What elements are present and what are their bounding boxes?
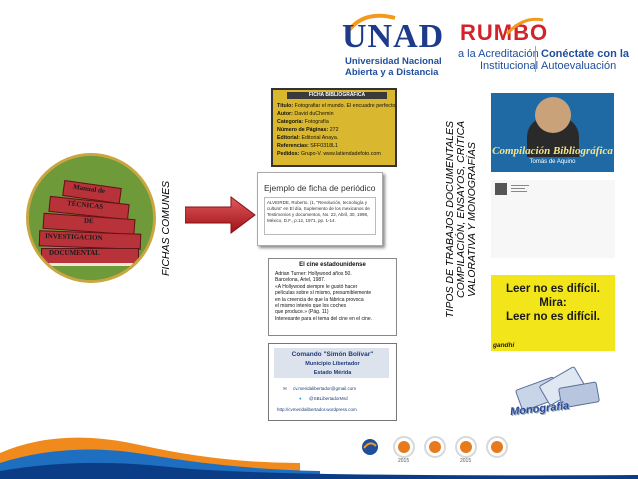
email-icon: ✉: [283, 386, 287, 391]
compilacion-bibliografica-image: Compilación Bibliográfica Tomás de Aquin…: [491, 93, 614, 172]
ficha-line: Autor: David duChemin: [277, 111, 334, 117]
ficha-periodico-card: Ejemplo de ficha de periódico ALVEIRDE, …: [257, 172, 383, 246]
footer-swoosh: [0, 437, 638, 479]
ficha-bibliografica-card: FICHA BIBLIOGRÁFICA Título: Fotografiar …: [271, 88, 397, 167]
acreditacion-line1: a la Acreditación: [458, 48, 539, 60]
ficha-cine-body: Adrian Turner: Hollywood años 50. Barcel…: [275, 271, 373, 322]
book-label-3: DE: [83, 216, 95, 226]
conectate-line2: Autoevaluación: [541, 60, 617, 72]
quality-seal-icon: [393, 436, 415, 458]
leer-no-es-dificil-image: Leer no es difícil. Mira: Leer no es dif…: [491, 275, 615, 351]
ficha-line: Categoría: Fotografía: [277, 119, 329, 125]
ficha-line: Referencias: SFF0318L1: [277, 143, 338, 149]
ficha-cine-card: El cine estadounidense Adrian Turner: Ho…: [268, 258, 397, 336]
author-photo: [495, 183, 507, 195]
quality-seal-icon: [455, 436, 477, 458]
ficha-line: Título: Fotografiar el mundo. El encuadr…: [277, 103, 397, 109]
unad-emblem-icon: [360, 438, 380, 456]
document-page-image: [491, 180, 615, 258]
comando-web[interactable]: http://cvmeridalibertador.wordpress.com: [277, 407, 357, 412]
ficha-line: Pedidos: Grupo-V. www.latiendadefoto.com: [277, 151, 381, 157]
leer-line1: Leer no es difícil.: [506, 283, 600, 295]
logo-divider: [535, 46, 536, 72]
ficha-bibliografica-header: FICHA BIBLIOGRÁFICA: [287, 92, 387, 99]
tipos-label-line3: VALORATIVA Y MONOGRAFÍAS: [466, 142, 478, 297]
ficha-periodico-title: Ejemplo de ficha de periódico: [264, 183, 376, 193]
leer-line3: Leer no es difícil.: [506, 311, 600, 323]
arrow-right-icon: [185, 196, 256, 234]
monografia-books-icon: [515, 366, 600, 412]
unad-logo: UNAD: [342, 18, 445, 55]
rumbo-swoosh-icon: [505, 17, 544, 36]
unad-name-line2: Abierta y a Distancia: [345, 67, 439, 78]
ficha-line: Número de Páginas: 272: [277, 127, 339, 133]
ficha-periodico-body: ALVEIRDE, Roberto. (1, "Revolución, tecn…: [264, 197, 376, 235]
leer-line2: Mira:: [539, 297, 567, 309]
rumbo-logo: RUMBO: [460, 20, 549, 45]
quality-seal-icon: [486, 436, 508, 458]
seal-year: 2015: [460, 458, 472, 464]
comando-twitter[interactable]: @SBLibertadorMrd: [309, 396, 348, 401]
ficha-cine-title: El cine estadounidense: [299, 262, 366, 268]
gandhi-logo: gandhi: [493, 342, 515, 349]
manual-books-image: Manual de TÉCNICAS DE INVESTIGACION DOCU…: [26, 153, 156, 283]
compilacion-title: Compilación Bibliográfica: [492, 145, 613, 157]
comando-title: Comando "Simón Bolívar": [291, 351, 374, 358]
twitter-icon: ●: [299, 396, 302, 401]
comando-municipio: Municipio Libertador: [305, 361, 360, 367]
unad-swoosh-icon: [347, 13, 396, 32]
book-label-5: DOCUMENTAL: [49, 249, 100, 257]
ficha-comando-card: Comando "Simón Bolívar" Municipio Libert…: [268, 343, 397, 421]
conectate-line1: Conéctate con la: [541, 48, 630, 60]
comando-email[interactable]: cv.meridalibertador@gmail.com: [293, 386, 357, 391]
monografia-image: Monografía: [500, 365, 610, 427]
unad-name-line1: Universidad Nacional: [345, 56, 442, 67]
ficha-line: Editorial: Editorial Anaya.: [277, 135, 339, 141]
comando-estado: Estado Mérida: [313, 370, 352, 376]
quality-seal-icon: [424, 436, 446, 458]
fichas-comunes-label: FICHAS COMUNES: [160, 180, 172, 276]
compilacion-subtitle: Tomás de Aquino: [529, 159, 576, 165]
acreditacion-line2: Institucional: [480, 60, 539, 72]
seal-year: 2015: [398, 458, 410, 464]
